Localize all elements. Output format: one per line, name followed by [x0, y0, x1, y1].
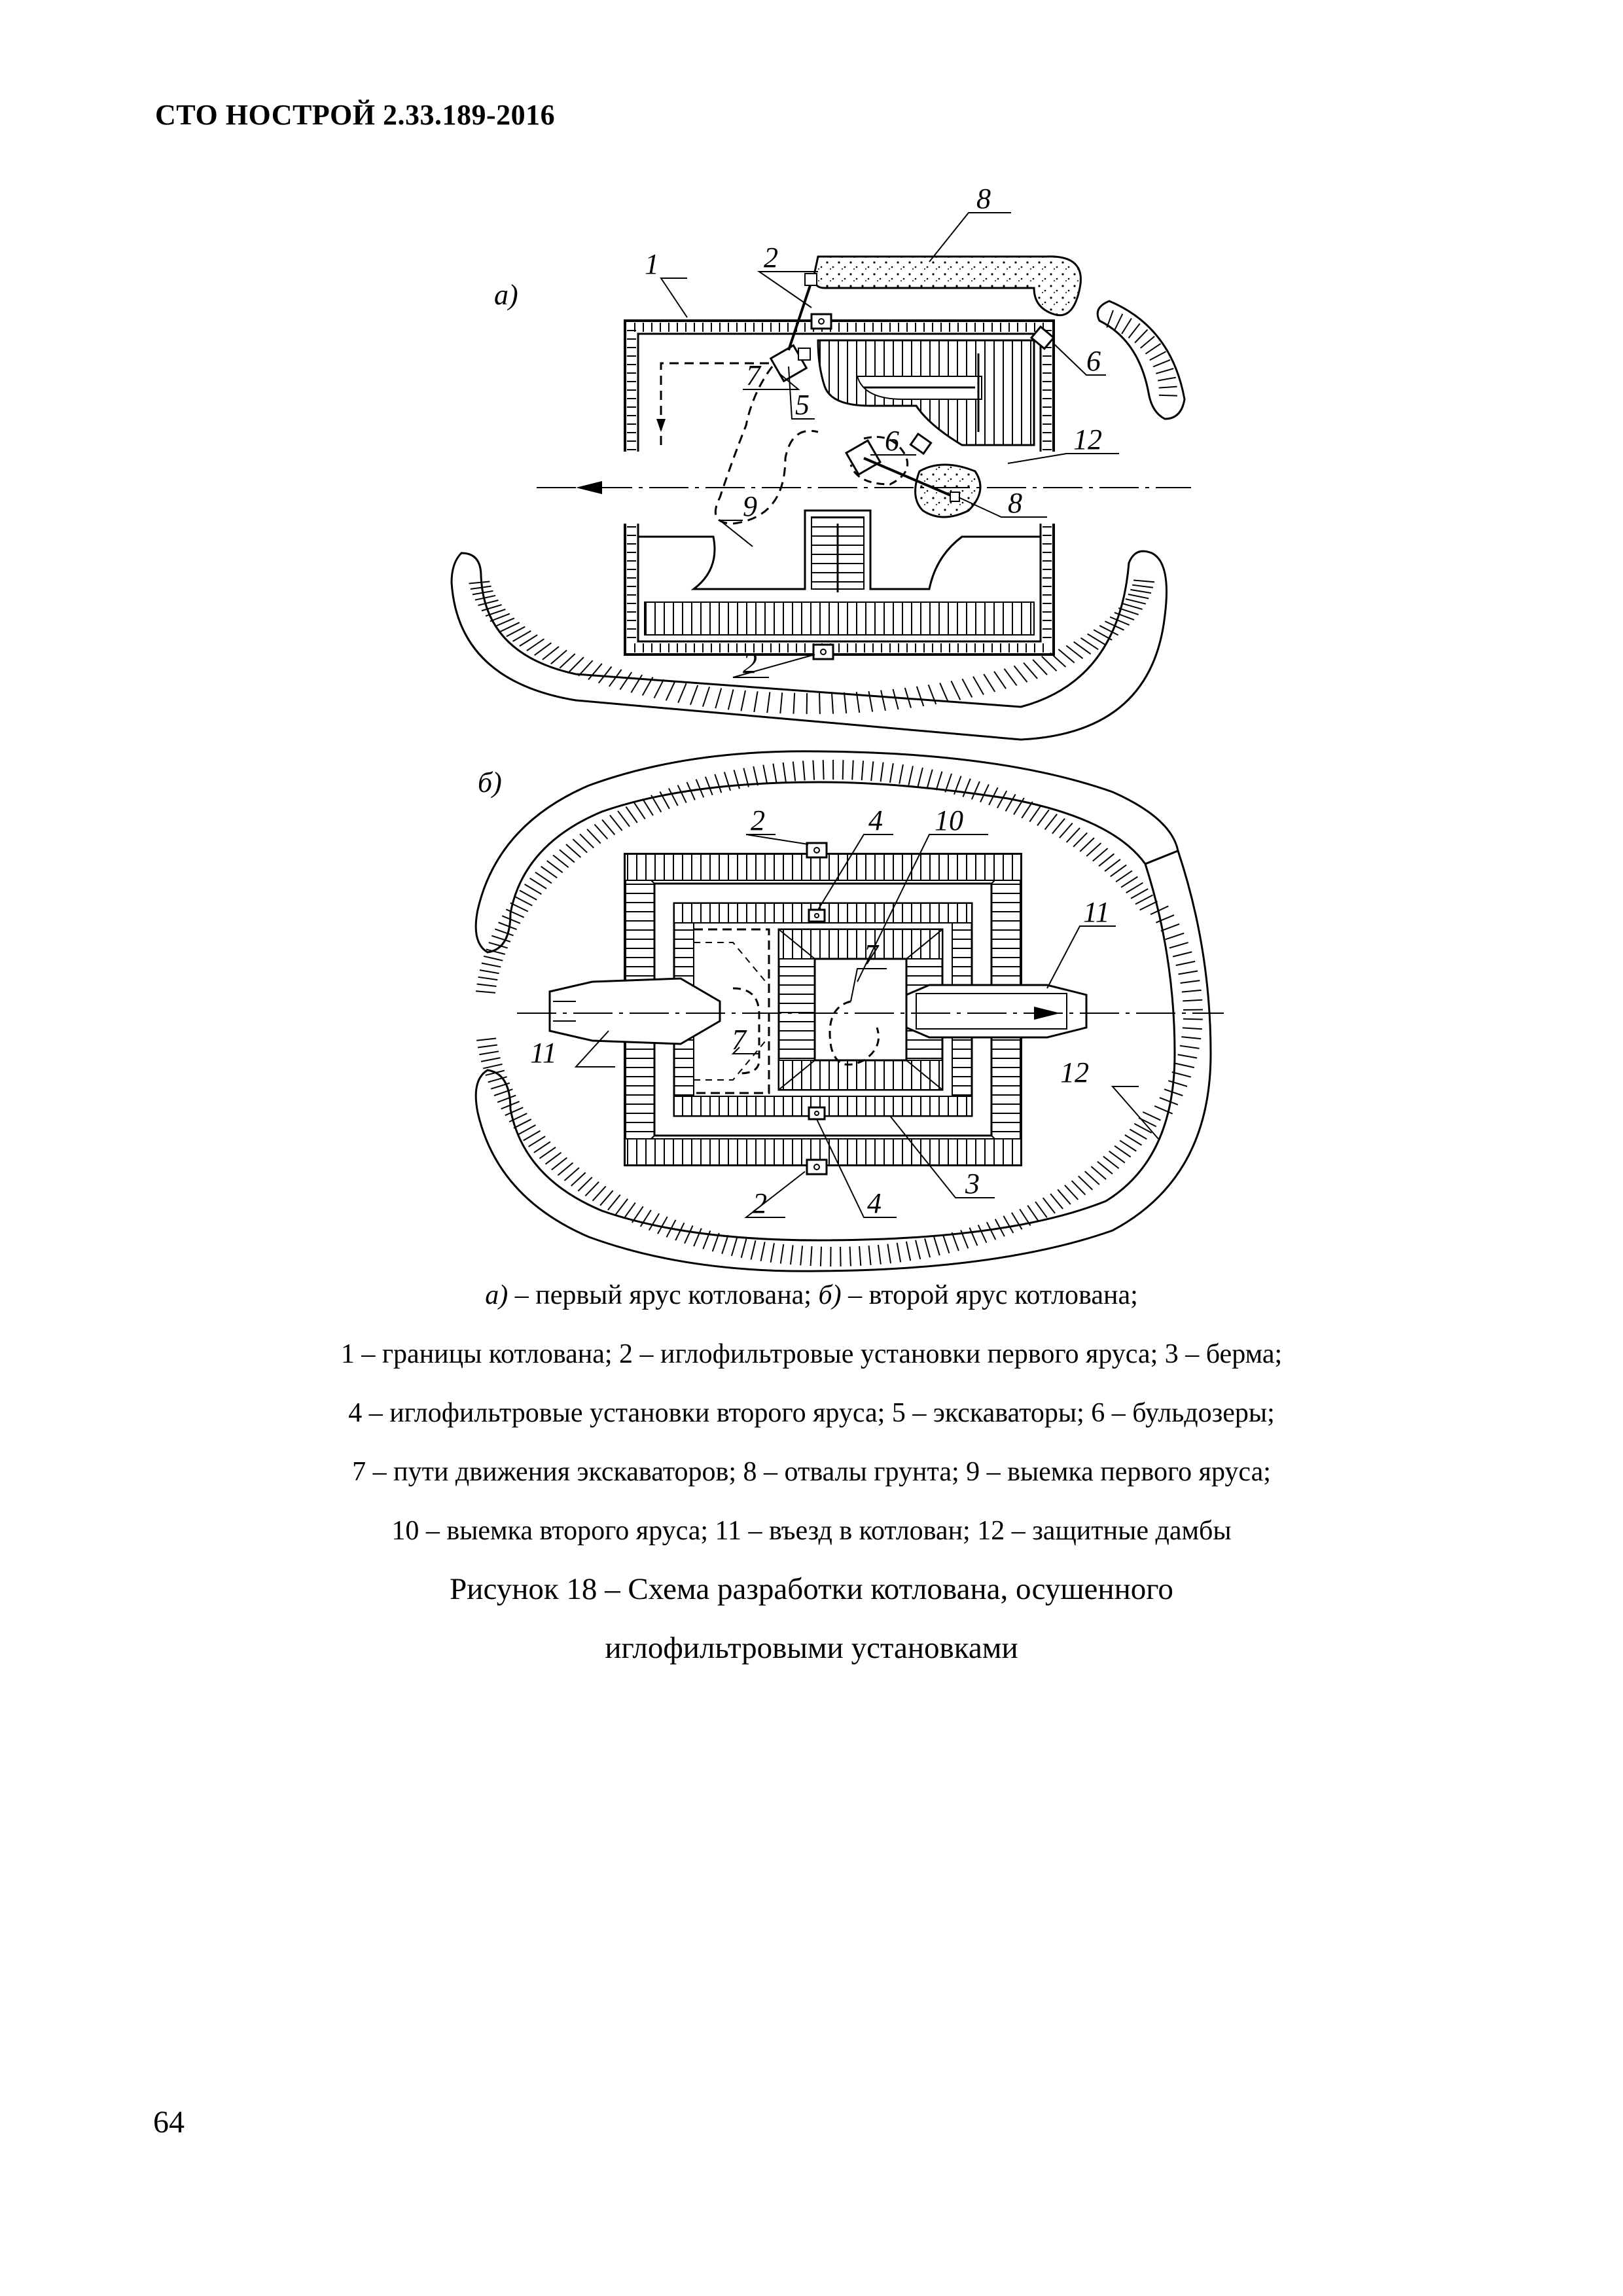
protective-dam-a: [450, 550, 1168, 741]
callout-12: 12: [1073, 423, 1102, 456]
callout-b-10: 10: [935, 804, 963, 836]
panel-a: а): [450, 183, 1191, 741]
excavator-icon: [844, 439, 960, 502]
callout-b-2: 2: [751, 804, 765, 836]
wellpoint-unit-icon: [810, 313, 832, 330]
axis-arrow-icon: [576, 481, 602, 494]
callout-6: 6: [885, 425, 899, 457]
legend-line-1: 1 – границы котлована; 2 – иглофильтровы…: [340, 1339, 1283, 1369]
spoil-heap-small: [914, 463, 982, 518]
legend-line-4: 10 – выемка второго яруса; 11 – въезд в …: [391, 1516, 1232, 1546]
excavation-left-dashed: [694, 928, 770, 1094]
wellpoint-unit-tier2-icon: [808, 908, 826, 923]
callout-b-2b: 2: [753, 1187, 767, 1219]
callout-b-11: 11: [1083, 896, 1110, 928]
callout-2: 2: [764, 242, 778, 274]
callout-1: 1: [645, 248, 659, 280]
caption-panel-b-text: – второй ярус котлована;: [841, 1280, 1138, 1310]
ramp-right: [905, 984, 1088, 1039]
panel-b-label: б): [478, 766, 502, 798]
legend-line-3: 7 – пути движения экскаваторов; 8 – отва…: [352, 1457, 1271, 1487]
caption-panel-b: б): [818, 1280, 842, 1310]
page-number: 64: [153, 2105, 185, 2140]
wellpoint-unit-icon: [812, 643, 834, 660]
caption-panels: а) – первый ярус котлована; б) – второй …: [0, 1282, 1623, 1309]
callout-5: 5: [795, 389, 810, 421]
figure-18-excavation-scheme: а): [450, 183, 1224, 1272]
callout-b-4: 4: [868, 804, 883, 836]
callout-b-7b: 7: [732, 1024, 747, 1056]
wellpoint-unit-icon: [806, 1158, 828, 1175]
protective-dam-b-bottom: [474, 850, 1212, 1272]
panel-b: б): [474, 750, 1224, 1272]
callout-7: 7: [746, 359, 762, 391]
dam-a-ticks: [469, 579, 1155, 714]
page-header: СТО НОСТРОЙ 2.33.189-2016: [155, 99, 556, 131]
wellpoint-unit-icon: [806, 842, 828, 859]
dam-small-ticks: [1106, 310, 1177, 397]
panel-a-label: а): [494, 279, 518, 311]
boundary-ticks-a: [627, 323, 1052, 653]
excavation-tier1-lower: [637, 509, 1042, 643]
spoil-heap-top: [813, 255, 1082, 316]
callout-leaders-b: [574, 834, 1159, 1218]
callouts-a: 1 2 8 7 5 6 6 12 8 9 2: [645, 183, 1102, 679]
excavation-tier1-upper: [817, 339, 1035, 446]
callout-8: 8: [976, 183, 991, 215]
path-arrow-icon: [656, 419, 666, 432]
callout-6b: 6: [1086, 345, 1101, 377]
figure-title-line-2: иглофильтровыми установками: [605, 1631, 1018, 1665]
axis-arrow-icon: [1034, 1007, 1060, 1020]
excavator-path-b2: [829, 1000, 880, 1066]
callout-9: 9: [743, 490, 757, 522]
caption-panel-a: а): [485, 1280, 508, 1310]
ramp-left: [548, 977, 721, 1045]
protective-dam-small: [1096, 300, 1186, 420]
callout-b-7: 7: [864, 939, 880, 971]
wellpoint-unit-tier2-icon: [808, 1106, 826, 1121]
bulldozer-icon: [1029, 325, 1056, 350]
callout-8b: 8: [1008, 487, 1022, 519]
dam-b-ticks: [476, 759, 1203, 1266]
figure-title-line-1: Рисунок 18 – Схема разработки котлована,…: [450, 1572, 1173, 1606]
excavator-path-a: [660, 362, 819, 525]
excavator-icon: [769, 273, 817, 383]
callout-b-3: 3: [965, 1168, 980, 1200]
callout-leaders-a: [660, 212, 1119, 678]
callout-2b: 2: [743, 647, 757, 679]
callouts-b: 2 4 10 11 7 7 11 12 2 4 3: [530, 804, 1110, 1219]
callout-b-4b: 4: [867, 1187, 882, 1219]
callout-b-12: 12: [1060, 1056, 1089, 1088]
bulldozer-icon: [909, 432, 933, 456]
excavator-path-b1: [732, 987, 760, 1075]
callout-b-11b: 11: [530, 1037, 557, 1069]
legend-line-2: 4 – иглофильтровые установки второго яру…: [348, 1398, 1275, 1428]
caption-panel-a-text: – первый ярус котлована;: [508, 1280, 819, 1310]
